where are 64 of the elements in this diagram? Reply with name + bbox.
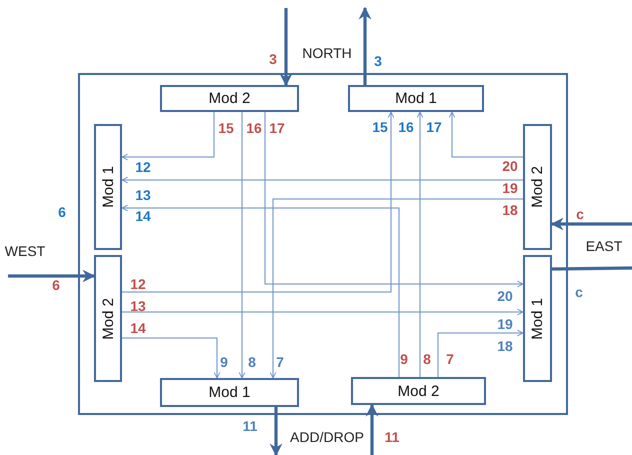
arrow [270, 198, 524, 378]
port-number: 16 [398, 120, 414, 134]
port-number: 14 [135, 209, 151, 223]
port-number: 15 [218, 121, 234, 135]
port-number: 13 [130, 299, 146, 313]
arrow [122, 112, 394, 292]
arrow [550, 218, 632, 230]
port-number: 3 [374, 54, 382, 68]
arrow [122, 176, 524, 184]
port-number: 9 [220, 355, 228, 369]
module-box: Mod 2 [94, 255, 122, 382]
arrow [358, 6, 372, 85]
port-number: 11 [384, 430, 400, 444]
module-box: Mod 1 [348, 85, 484, 112]
port-number: 14 [130, 321, 146, 335]
arrow [238, 112, 246, 378]
connector-line [552, 266, 632, 271]
port-number: 7 [446, 352, 454, 366]
port-number: 8 [248, 355, 256, 369]
direction-label: EAST [586, 239, 622, 253]
module-box: Mod 1 [94, 124, 122, 250]
port-number: 19 [502, 181, 518, 195]
arrow [366, 404, 378, 455]
port-number: 18 [497, 339, 513, 353]
port-number: 20 [502, 159, 518, 173]
arrow [122, 308, 524, 316]
arrow [122, 204, 400, 378]
port-number: 20 [497, 289, 513, 303]
arrow [448, 112, 524, 158]
port-number: c [575, 285, 583, 299]
module-box: Mod 2 [351, 377, 486, 405]
port-number: 3 [269, 52, 277, 66]
arrow [122, 338, 220, 378]
arrow [270, 407, 282, 455]
port-number: 16 [246, 121, 262, 135]
port-number: c [576, 207, 584, 221]
port-number: 12 [130, 277, 146, 291]
port-number: 17 [426, 120, 442, 134]
enclosure-box [78, 73, 568, 415]
arrow [8, 270, 96, 282]
port-number: 13 [135, 188, 151, 202]
module-box: Mod 1 [523, 255, 552, 382]
port-number: 15 [372, 120, 388, 134]
module-box: Mod 2 [160, 85, 299, 112]
arrow [264, 112, 524, 288]
port-number: 18 [502, 203, 518, 217]
direction-label: ADD/DROP [290, 430, 364, 444]
port-number: 9 [400, 352, 408, 366]
direction-label: WEST [4, 244, 46, 258]
module-box: Mod 2 [523, 124, 552, 250]
port-number: 8 [423, 352, 431, 366]
arrow [438, 330, 524, 378]
port-number: 6 [52, 278, 60, 292]
port-number: 7 [276, 355, 284, 369]
port-number: 12 [135, 160, 151, 174]
arrow [280, 8, 292, 86]
arrow [416, 112, 424, 378]
port-number: 17 [269, 121, 285, 135]
direction-label: NORTH [302, 46, 352, 60]
port-number: 11 [242, 419, 258, 433]
port-number: 6 [58, 205, 66, 219]
module-box: Mod 1 [160, 378, 299, 407]
arrow [122, 112, 214, 160]
port-number: 19 [497, 317, 513, 331]
